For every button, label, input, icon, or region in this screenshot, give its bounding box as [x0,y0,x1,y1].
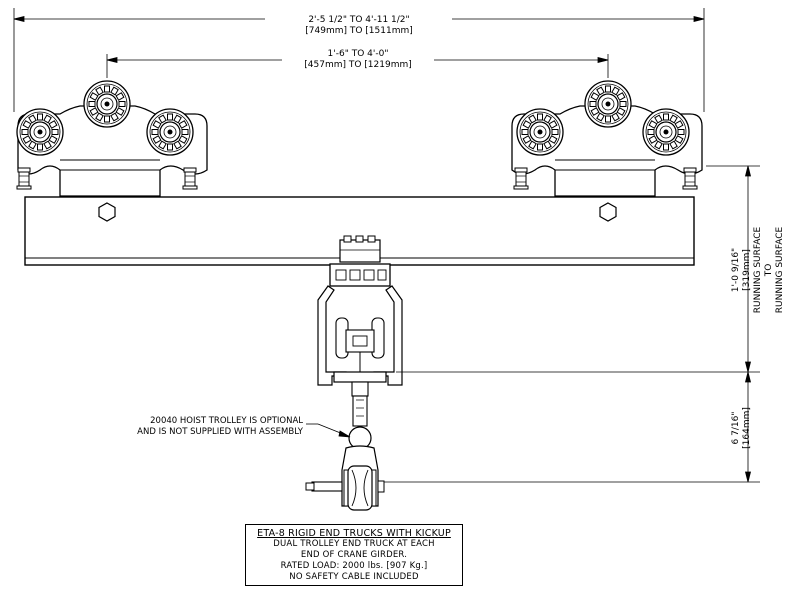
wheel-icon [584,80,632,128]
vertical-dimensions [384,165,760,483]
title-block-line-3: RATED LOAD: 2000 lbs. [907 Kg.] [280,561,428,571]
hex-bolt-icon [98,202,116,222]
wheel-icon [83,80,131,128]
wheel-icon [16,108,64,156]
vertical-upper-metric-label: [319mm] [742,249,752,291]
vertical-lower-metric-label: [164mm] [742,407,752,449]
wheel-span-label: 1'-6" TO 4'-0" [328,49,389,59]
wheel-icon [642,108,690,156]
bolt-icon [513,167,529,190]
running-surface-label-2: RUNNING SURFACE [775,226,785,313]
wheel-span-dimension [106,54,609,78]
callout-line-2: AND IS NOT SUPPLIED WITH ASSEMBLY [137,427,304,437]
hex-bolt-icon [599,202,617,222]
overall-span-label: 2'-5 1/2" TO 4'-11 1/2" [308,15,409,25]
bolt-icon [682,167,698,190]
wheel-span-metric-label: [457mm] TO [1219mm] [304,60,412,70]
callout-leader [306,423,351,438]
right-truck [511,80,703,197]
overall-span-metric-label: [749mm] TO [1511mm] [305,26,413,36]
title-block-line-1: DUAL TROLLEY END TRUCK AT EACH [273,539,435,549]
bolt-icon [182,167,198,190]
wheel-icon [146,108,194,156]
callout-line-1: 20040 HOIST TROLLEY IS OPTIONAL [150,416,303,426]
title-block-title: ETA-8 RIGID END TRUCKS WITH KICKUP [257,528,451,539]
wheel-icon [516,108,564,156]
title-block-line-2: END OF CRANE GIRDER. [300,550,408,560]
vertical-lower-label: 6 7/16" [731,412,741,445]
running-surface-to-label: TO [764,264,774,278]
bolt-icon [16,167,32,190]
running-surface-label-1: RUNNING SURFACE [753,226,763,313]
overall-span-dimension [13,8,705,112]
title-block: ETA-8 RIGID END TRUCKS WITH KICKUP DUAL … [245,524,463,586]
hoist-trolley [305,235,403,511]
left-truck [16,80,208,197]
title-block-line-4: NO SAFETY CABLE INCLUDED [289,572,419,582]
vertical-upper-label: 1'-0 9/16" [731,248,741,292]
